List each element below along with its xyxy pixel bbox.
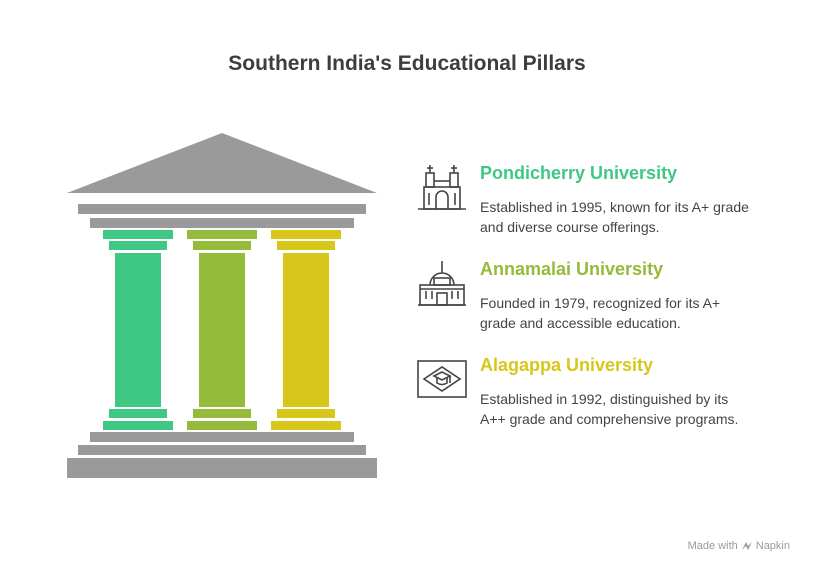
temple-step-2 bbox=[78, 445, 366, 455]
university-description: Founded in 1979, recognized for its A+ g… bbox=[480, 295, 721, 331]
napkin-credit[interactable]: Made with Napkin bbox=[688, 540, 790, 552]
temple-roof bbox=[67, 133, 377, 193]
university-name: Pondicherry University bbox=[480, 163, 678, 183]
page-title: Southern India's Educational Pillars bbox=[228, 52, 586, 75]
university-name: Alagappa University bbox=[480, 355, 654, 375]
temple-base bbox=[67, 458, 377, 478]
graduation-certificate-icon bbox=[417, 360, 467, 398]
napkin-logo-icon bbox=[741, 542, 752, 550]
university-name: Annamalai University bbox=[480, 259, 664, 279]
temple-step-1 bbox=[90, 432, 354, 442]
university-description: Established in 1995, known for its A+ gr… bbox=[480, 199, 749, 235]
pillar-annamalai bbox=[187, 230, 257, 430]
temple-beam-lower bbox=[90, 218, 354, 228]
credit-made-with: Made with bbox=[687, 540, 738, 552]
domed-building-icon bbox=[418, 261, 466, 306]
gate-building-icon bbox=[418, 165, 466, 210]
credit-brand: Napkin bbox=[755, 540, 790, 552]
pillar-pondicherry bbox=[103, 230, 173, 430]
pillar-alagappa bbox=[271, 230, 341, 430]
temple-beam-upper bbox=[78, 204, 366, 214]
university-description: Established in 1992, distinguished by it… bbox=[480, 391, 739, 427]
